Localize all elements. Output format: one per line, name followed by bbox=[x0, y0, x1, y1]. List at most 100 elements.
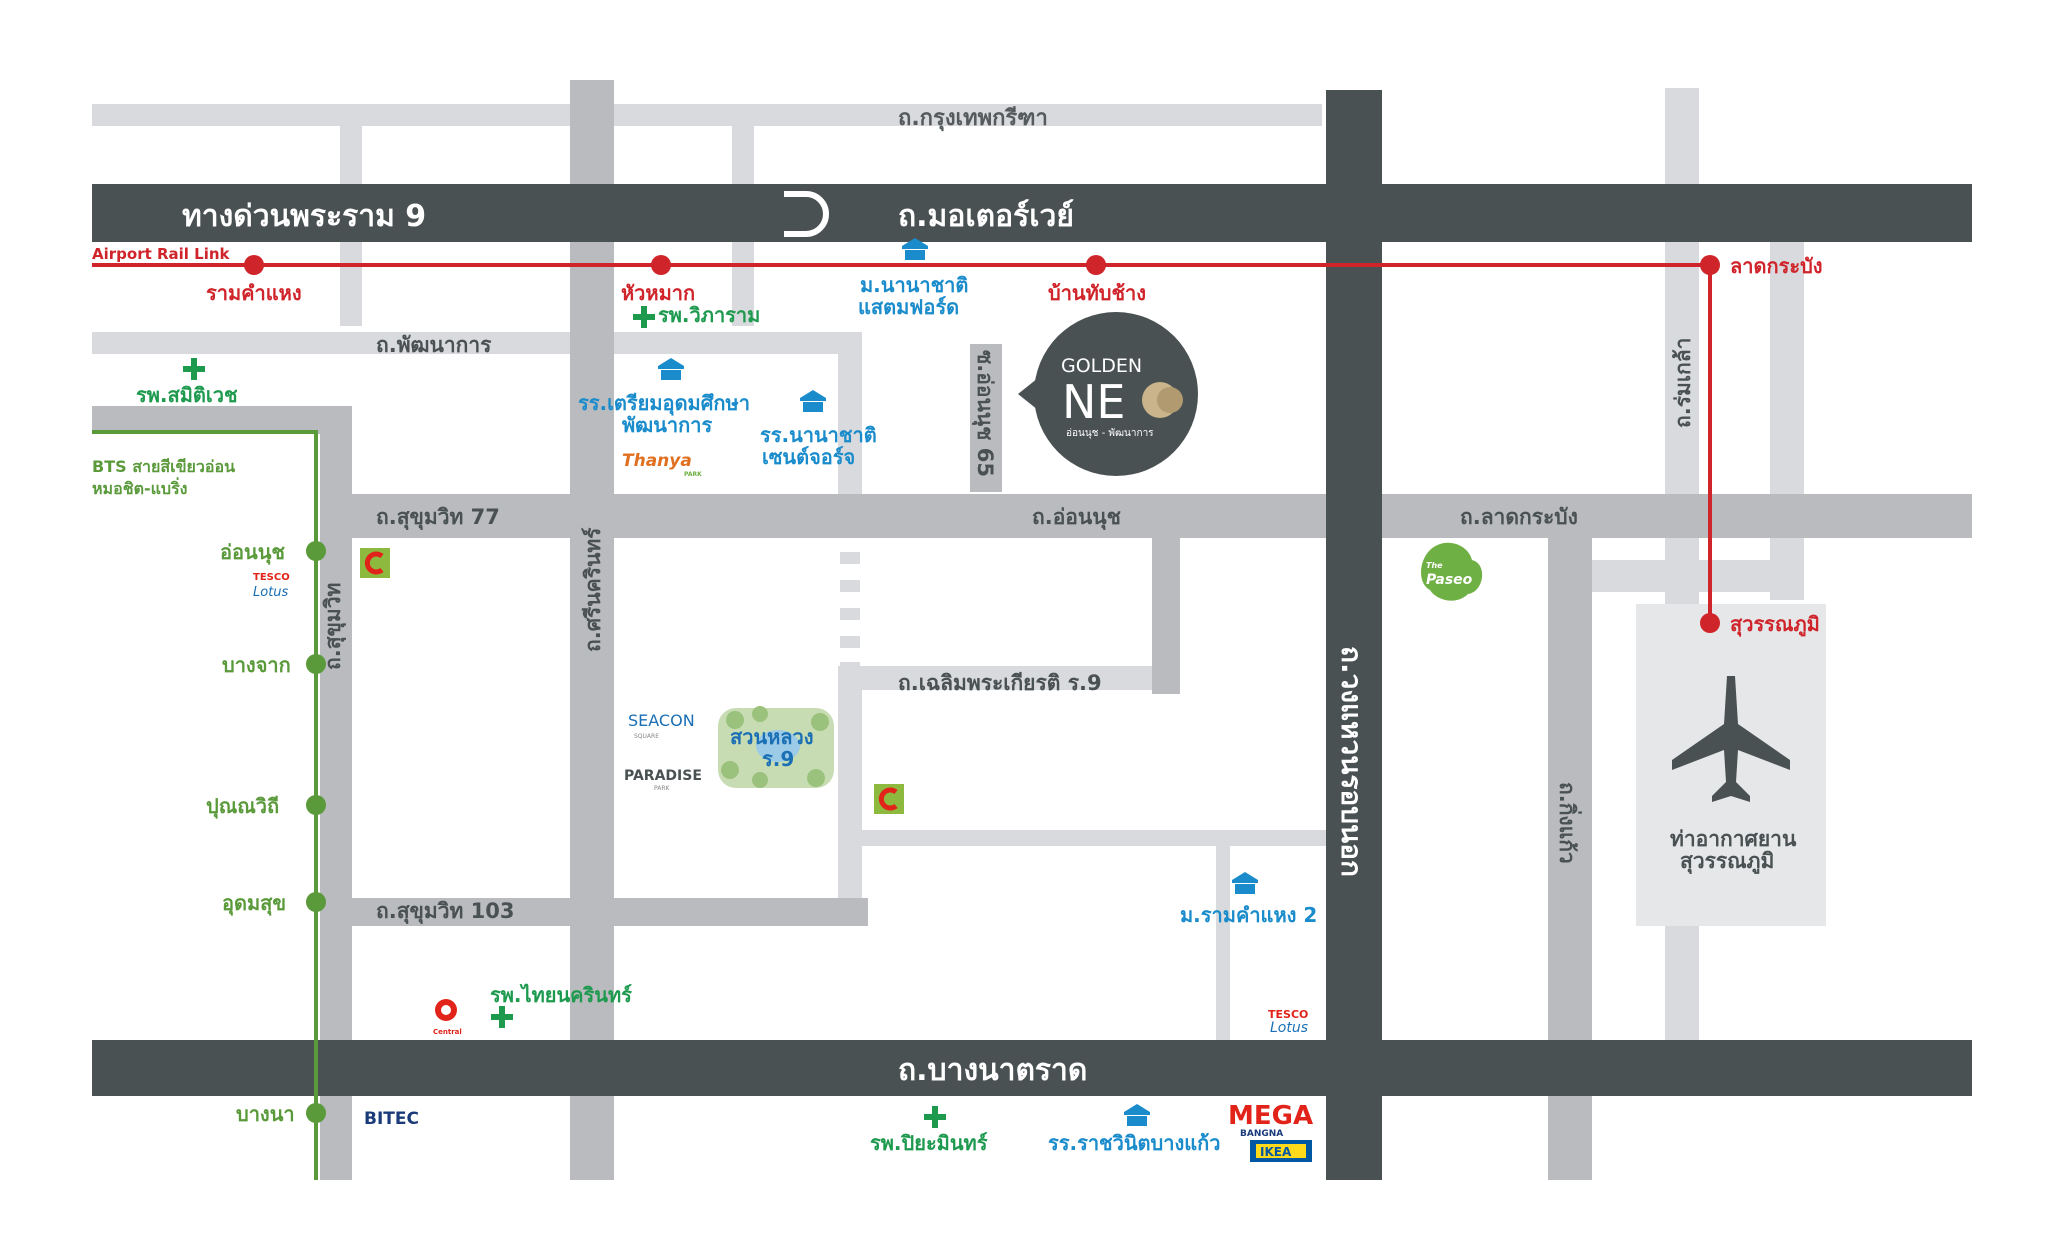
arl-line-label: Airport Rail Link bbox=[92, 245, 231, 263]
big-c-icon bbox=[360, 548, 390, 578]
school-stamford-label-2: แสตมฟอร์ด bbox=[858, 295, 959, 319]
road-label-phatthanakan: ถ.พัฒนาการ bbox=[376, 333, 492, 357]
road-airport-access bbox=[1590, 560, 1804, 592]
road-dashed bbox=[840, 552, 860, 666]
hospital-cross-icon bbox=[924, 1106, 946, 1128]
arl-station-hua-mak: หัวหมาก bbox=[621, 281, 695, 305]
road-label-bangna-trat: ถ.บางนาตราด bbox=[898, 1053, 1087, 1088]
arl-station-suvarnabhumi: สุวรรณภูมิ bbox=[1730, 612, 1820, 638]
bts-station-icon bbox=[306, 654, 326, 674]
road-label-krungthep-kreetha: ถ.กรุงเทพกรีฑา bbox=[898, 106, 1048, 132]
park-label-2: ร.9 bbox=[762, 747, 794, 771]
airplane-icon bbox=[1672, 676, 1790, 802]
tesco-logo-1: TESCO bbox=[253, 572, 290, 583]
bts-station-on-nut: อ่อนนุช bbox=[220, 540, 285, 565]
road-label-ring-road: ถ.วงแหวนรอบนอก bbox=[1335, 646, 1368, 877]
road-label-sukhumvit: ถ.สุขุมวิท bbox=[321, 583, 347, 670]
paradise-logo-2: PARK bbox=[654, 785, 671, 792]
arl-station-ramkhamhaeng: รามคำแหง bbox=[206, 281, 302, 305]
u-turn-icon bbox=[784, 191, 829, 237]
road-label-chaloem-phrakiat: ถ.เฉลิมพระเกียรติ ร.9 bbox=[898, 671, 1102, 695]
golden-neo-logo bbox=[1018, 312, 1198, 476]
road-link-south bbox=[838, 666, 862, 926]
school-icon bbox=[1232, 872, 1258, 894]
hospital-crosses bbox=[183, 306, 946, 1128]
airport-label-1: ท่าอากาศยาน bbox=[1670, 827, 1797, 851]
bitec-logo: BITEC bbox=[364, 1109, 419, 1129]
mega-bangna-logo: MEGA bbox=[1228, 1101, 1313, 1131]
road-sukhumvit77-onnut bbox=[352, 494, 1972, 538]
road-ramkhamhaeng2 bbox=[862, 830, 1327, 846]
road-phatthanakan bbox=[92, 332, 862, 354]
arl-stations bbox=[244, 255, 1720, 633]
school-triam-label-2: พัฒนาการ bbox=[622, 413, 712, 437]
school-triam-label-1: รร.เตรียมอุดมศึกษา bbox=[578, 391, 750, 416]
road-label-srinakarin: ถ.ศรีนครินทร์ bbox=[581, 527, 605, 652]
bts-line bbox=[92, 430, 318, 1180]
hospital-piyamin-label: รพ.ปิยะมินทร์ bbox=[870, 1131, 988, 1155]
hospital-thainakarin-label: รพ.ไทยนครินทร์ bbox=[490, 983, 632, 1007]
tesco-logo-1-sub: Lotus bbox=[253, 585, 289, 600]
rail-station-icon bbox=[244, 255, 264, 275]
school-stamford-label-1: ม.นานาชาติ bbox=[860, 273, 968, 297]
bts-station-bang-na: บางนา bbox=[236, 1102, 295, 1126]
hospital-cross-icon bbox=[183, 358, 205, 380]
bts-line-label-2: หมอชิต-แบริ่ง bbox=[92, 477, 187, 498]
road-ring bbox=[1326, 90, 1382, 1180]
hospital-cross-icon bbox=[491, 1006, 513, 1028]
road-chaloem-phrakiat bbox=[862, 666, 1180, 690]
road-label-rom-klao: ถ.ร่มเกล้า bbox=[1671, 338, 1695, 428]
paseo-logo bbox=[1421, 542, 1483, 601]
bts-station-bang-chak: บางจาก bbox=[222, 653, 291, 677]
rail-station-icon bbox=[651, 255, 671, 275]
road-sukhumvit103 bbox=[352, 898, 868, 926]
school-icon bbox=[658, 358, 684, 380]
road-motorway bbox=[92, 184, 1972, 242]
central-logo-icon bbox=[435, 999, 457, 1021]
bts-station-udom-suk: อุดมสุข bbox=[222, 891, 286, 916]
bts-station-punnawithi: ปุณณวิถี bbox=[206, 794, 279, 819]
bts-station-icon bbox=[306, 795, 326, 815]
road-label-king-kaeo: ถ.กิ่งแก้ว bbox=[1555, 782, 1583, 864]
road-label-sukhumvit103: ถ.สุขุมวิท 103 bbox=[376, 899, 515, 925]
road-bangna-trat bbox=[92, 1040, 1972, 1096]
paseo-logo-text-2: Paseo bbox=[1426, 572, 1473, 588]
road-label-lat-krabang: ถ.ลาดกระบัง bbox=[1460, 505, 1578, 529]
paseo-logo-text-1: The bbox=[1426, 561, 1443, 570]
mega-bangna-logo-sub: BANGNA bbox=[1240, 1129, 1283, 1139]
golden-neo-text-1: GOLDEN bbox=[1061, 355, 1142, 377]
arl-station-ban-thap-chang: บ้านทับช้าง bbox=[1048, 281, 1146, 305]
school-icon bbox=[902, 238, 928, 260]
hospital-vibharam-label: รพ.วิภาราม bbox=[658, 303, 760, 327]
thanya-park-logo-sub: PARK bbox=[684, 471, 702, 478]
golden-neo-text-3: อ่อนนุช - พัฒนาการ bbox=[1066, 428, 1154, 439]
school-icon bbox=[800, 390, 826, 412]
bts-station-icon bbox=[306, 892, 326, 912]
hospital-cross-icon bbox=[633, 306, 655, 328]
paradise-logo-1: PARADISE bbox=[624, 768, 702, 784]
rail-station-icon bbox=[1700, 613, 1720, 633]
tesco-logo-2: TESCO bbox=[1268, 1008, 1308, 1021]
road-east-link bbox=[1770, 240, 1804, 600]
arl-station-lat-krabang: ลาดกระบัง bbox=[1730, 254, 1823, 278]
road-label-sukhumvit77: ถ.สุขุมวิท 77 bbox=[376, 505, 500, 531]
hospital-samitivej-label: รพ.สมิติเวช bbox=[136, 383, 238, 407]
ikea-logo-text: IKEA bbox=[1260, 1145, 1292, 1159]
seacon-logo-2: SQUARE bbox=[634, 733, 659, 740]
road-label-motorway: ถ.มอเตอร์เวย์ bbox=[898, 199, 1074, 234]
road-label-expressway: ทางด่วนพระราม 9 bbox=[182, 199, 426, 234]
thanya-park-logo: Thanya bbox=[622, 451, 692, 471]
road-phatthanakan-bend bbox=[838, 332, 862, 510]
bts-station-icon bbox=[306, 1103, 326, 1123]
bts-line-label-1: BTS สายสีเขียวอ่อน bbox=[92, 457, 235, 476]
bts-station-icon bbox=[306, 541, 326, 561]
park-label-1: สวนหลวง bbox=[730, 725, 814, 749]
seacon-logo-1: SEACON bbox=[628, 711, 695, 730]
central-logo-text: Central bbox=[433, 1028, 462, 1036]
big-c-icon bbox=[874, 784, 904, 814]
road-label-soi-on-nut-65: ซ.อ่อนนุช 65 bbox=[971, 350, 997, 477]
road-chaloem-north bbox=[1152, 538, 1180, 694]
rail-station-icon bbox=[1086, 255, 1106, 275]
school-st-andrews-label-2: เซนต์จอร์จ bbox=[762, 445, 855, 469]
